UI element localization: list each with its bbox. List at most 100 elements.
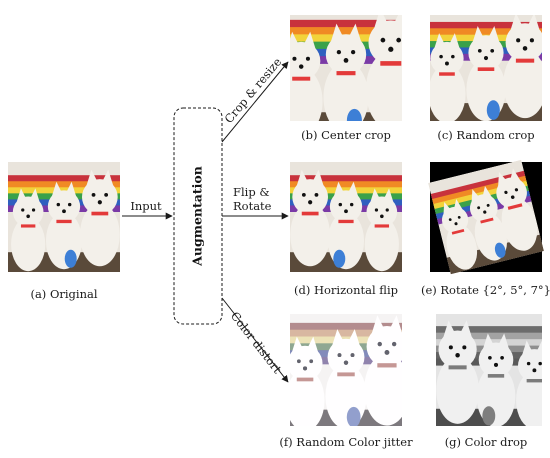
dog-nose bbox=[26, 214, 30, 219]
dog-eye bbox=[314, 193, 319, 197]
dog-ear bbox=[290, 31, 299, 49]
augmentation-box bbox=[173, 107, 223, 325]
dog-eye bbox=[292, 56, 297, 61]
dog-eye bbox=[504, 190, 508, 195]
dog-eye bbox=[457, 215, 461, 219]
dog-head bbox=[81, 179, 118, 215]
dog-collar bbox=[301, 211, 319, 216]
bench-stripe bbox=[430, 28, 542, 36]
dog-eye bbox=[396, 37, 402, 43]
dog-nose bbox=[522, 46, 528, 51]
dog-ear bbox=[291, 336, 303, 353]
dog-collar bbox=[380, 61, 402, 66]
dog-nose bbox=[343, 360, 349, 365]
dog-eye bbox=[349, 202, 354, 207]
input-edge-label: Input bbox=[130, 199, 162, 213]
dog-body bbox=[290, 67, 323, 121]
dog-ear bbox=[65, 181, 77, 197]
dog-body bbox=[79, 203, 120, 267]
dog-collar bbox=[477, 67, 495, 71]
dog-head bbox=[366, 326, 402, 367]
dog-nose bbox=[308, 200, 313, 205]
dog-nose bbox=[444, 61, 449, 66]
dog-eye bbox=[67, 202, 72, 207]
crop-arrow bbox=[221, 61, 289, 143]
dog-body bbox=[290, 203, 331, 267]
dog-head bbox=[430, 41, 464, 76]
dog-eye bbox=[350, 49, 356, 55]
dog-nose bbox=[97, 200, 102, 205]
dog-ear bbox=[443, 202, 451, 215]
dog-collar bbox=[56, 219, 72, 224]
dog-nose bbox=[380, 214, 384, 219]
dog-ear bbox=[453, 199, 463, 211]
dog-nose bbox=[344, 209, 348, 214]
dog-collar bbox=[526, 378, 542, 383]
dog-eye bbox=[56, 202, 61, 207]
caption-center-crop: (b) Center crop bbox=[301, 128, 391, 142]
dog-eye bbox=[305, 56, 310, 61]
dog-ear bbox=[347, 181, 359, 197]
dog-ear bbox=[442, 320, 456, 339]
dog-ear bbox=[371, 315, 385, 335]
dog-eye bbox=[104, 193, 109, 197]
caption-horizontal-flip: (d) Horizontal flip bbox=[294, 283, 398, 297]
dog-head bbox=[329, 190, 363, 223]
photo-color-jitter bbox=[290, 314, 402, 426]
dog-nose bbox=[493, 362, 499, 367]
dog-nose bbox=[384, 350, 390, 355]
dog-eye bbox=[462, 345, 467, 350]
dog-nose bbox=[302, 366, 308, 371]
dog-ear bbox=[472, 25, 484, 43]
dog-body bbox=[365, 50, 402, 121]
photo-rotate bbox=[428, 159, 544, 275]
bench-stripe bbox=[8, 181, 120, 188]
dog-collar bbox=[480, 217, 494, 224]
dog-eye bbox=[490, 48, 495, 53]
dog-eye bbox=[526, 361, 531, 366]
flip-edge-label-line2: Rotate bbox=[233, 199, 272, 213]
dog-ear bbox=[482, 186, 493, 198]
photo-color-drop bbox=[436, 314, 542, 426]
dog-head bbox=[441, 206, 469, 234]
dog-ear bbox=[348, 23, 362, 43]
dog-head bbox=[290, 41, 321, 81]
dog-collar bbox=[507, 203, 523, 210]
dog-nose bbox=[454, 222, 458, 226]
dog-collar bbox=[338, 219, 354, 224]
dog-nose bbox=[483, 55, 489, 61]
dog-collar bbox=[451, 228, 465, 235]
dog-eye bbox=[439, 54, 443, 59]
caption-color-drop: (g) Color drop bbox=[445, 435, 528, 449]
dog-ear bbox=[303, 31, 316, 50]
dog-head bbox=[292, 179, 329, 215]
dog-ear bbox=[51, 181, 63, 197]
dog-eye bbox=[385, 208, 389, 212]
dog-body bbox=[364, 217, 399, 272]
dog-ear bbox=[16, 188, 27, 203]
augmentation-label: Augmentation bbox=[190, 166, 205, 267]
dog-ear bbox=[296, 169, 309, 187]
dog-ear bbox=[510, 168, 521, 182]
dog-ear bbox=[521, 340, 533, 356]
dog-ear bbox=[29, 188, 40, 203]
dog-ear bbox=[86, 169, 98, 187]
dog-eye bbox=[31, 208, 36, 212]
dog-head bbox=[366, 196, 398, 228]
bench-stripe bbox=[8, 175, 120, 182]
dog-nose bbox=[298, 64, 304, 69]
dog-head bbox=[518, 349, 542, 382]
color-edge-label: Color distort bbox=[228, 309, 285, 376]
dog-ear bbox=[373, 15, 389, 30]
photo-center-crop bbox=[290, 15, 402, 121]
dog-ear bbox=[482, 333, 494, 350]
dog-collar bbox=[292, 76, 311, 81]
dog-nose bbox=[62, 209, 66, 214]
dog-eye bbox=[486, 203, 490, 207]
dog-eye bbox=[350, 353, 355, 358]
dog-body bbox=[503, 49, 542, 119]
dog-ear bbox=[393, 15, 402, 28]
dog-ear bbox=[510, 15, 523, 32]
dog-eye bbox=[91, 193, 96, 197]
blue-toy bbox=[64, 249, 77, 268]
